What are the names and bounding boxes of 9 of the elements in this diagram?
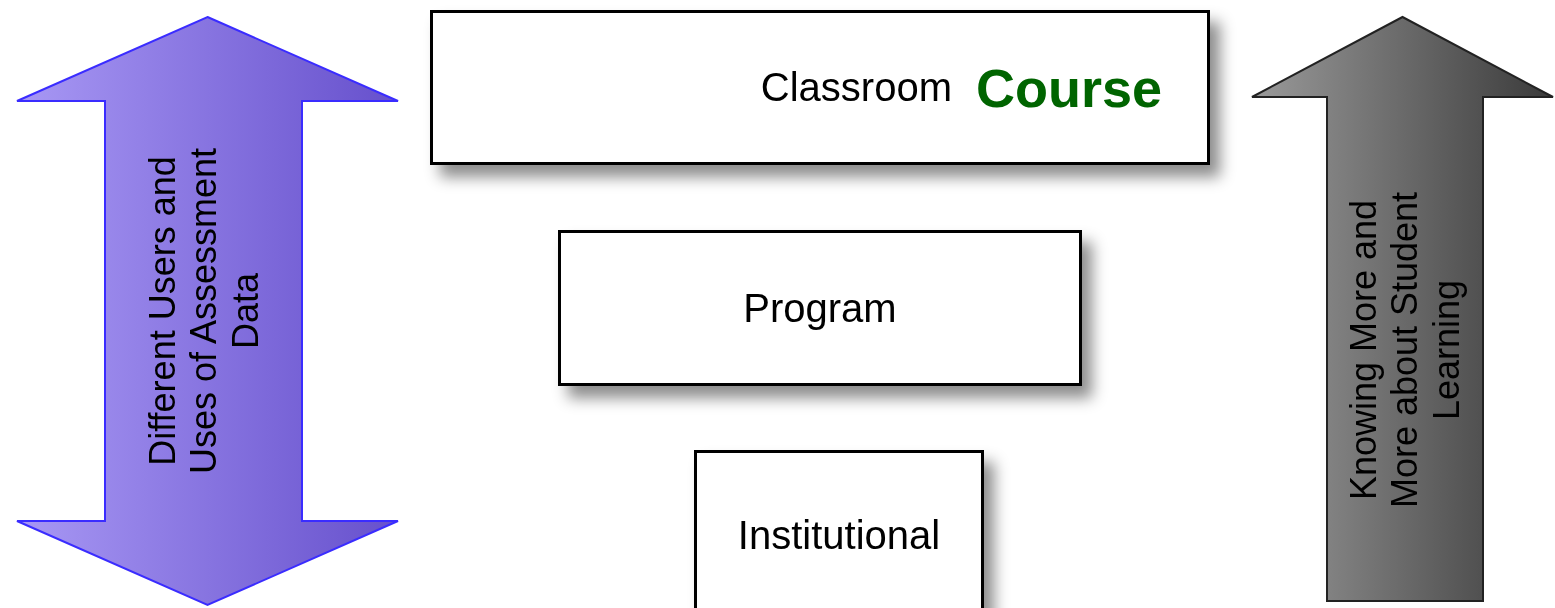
level-box [694,450,984,608]
level-box [430,10,1210,165]
arrow-label: Knowing More and More about Student Learning [1342,190,1468,511]
box-label: Classroom [760,65,952,110]
box-label: Institutional [737,512,941,558]
box-heading: Course [975,56,1162,119]
box-label: Program [743,285,897,331]
level-box [558,230,1082,386]
arrow-label: Different Users and Uses of Assessment Data [141,146,266,477]
